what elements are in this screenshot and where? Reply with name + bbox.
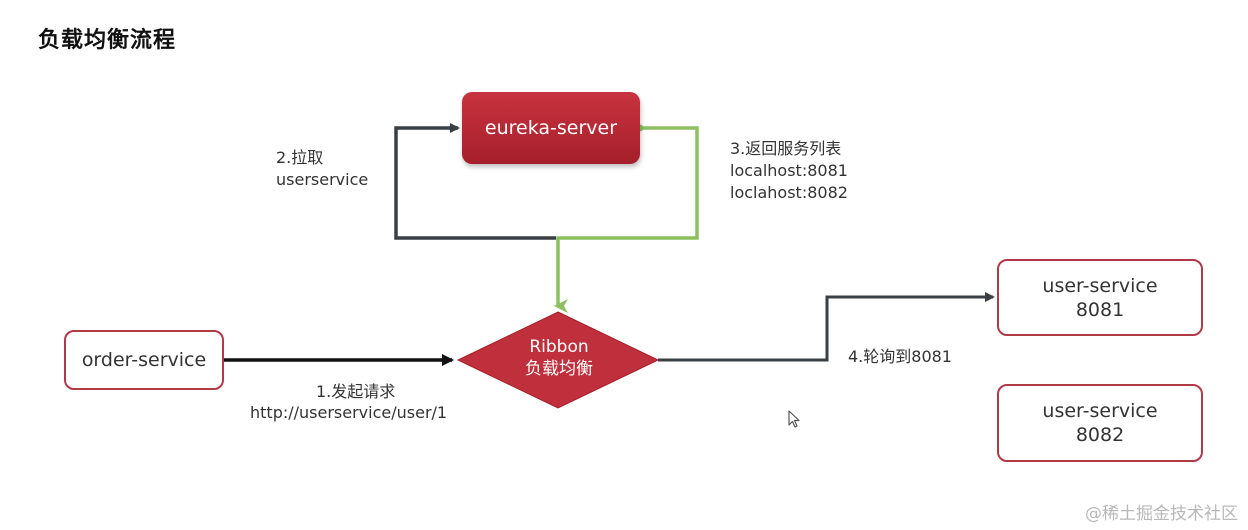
page-title: 负载均衡流程 — [38, 28, 177, 53]
return-list-label-step: 3.返回服务列表 — [730, 139, 842, 158]
ribbon-label: Ribbon 负载均衡 — [460, 336, 658, 380]
user-service-8081-name: user-service — [1042, 274, 1158, 297]
user-service-8082-port: 8082 — [1075, 424, 1125, 446]
ribbon-label-role: 负载均衡 — [525, 359, 593, 379]
return-list-label-host2: loclahost:8082 — [730, 183, 848, 202]
eureka-server-label: eureka-server — [484, 117, 618, 139]
user-service-8081-port: 8081 — [1075, 298, 1125, 321]
request-label-url: http://userservice/user/1 — [250, 403, 448, 422]
watermark: @稀土掘金技术社区 — [1085, 504, 1238, 524]
user-service-8082-name: user-service — [1042, 400, 1158, 422]
return-list-label: 3.返回服务列表 localhost:8081 loclahost:8082 — [730, 138, 848, 204]
poll-label: 4.轮询到8081 — [848, 347, 952, 366]
request-label-step: 1.发起请求 — [316, 382, 396, 401]
poll-connector — [658, 292, 995, 362]
eureka-server-node[interactable]: eureka-server — [462, 92, 640, 164]
order-service-node[interactable]: order-service — [64, 330, 224, 390]
pull-label-service: userservice — [276, 170, 369, 189]
return-list-label-host1: localhost:8081 — [730, 161, 848, 180]
return-list-connector — [554, 126, 699, 313]
pull-label-step: 2.拉取 — [276, 148, 324, 167]
pull-connector — [394, 123, 556, 240]
order-service-label: order-service — [81, 349, 207, 371]
user-service-8082-node[interactable]: user-service 8082 — [997, 384, 1203, 462]
mouse-cursor-icon — [788, 410, 800, 428]
ribbon-diamond[interactable] — [456, 311, 660, 409]
user-service-8081-node[interactable]: user-service 8081 — [997, 259, 1203, 336]
pull-label: 2.拉取 userservice — [276, 147, 368, 191]
ribbon-label-name: Ribbon — [529, 337, 589, 357]
